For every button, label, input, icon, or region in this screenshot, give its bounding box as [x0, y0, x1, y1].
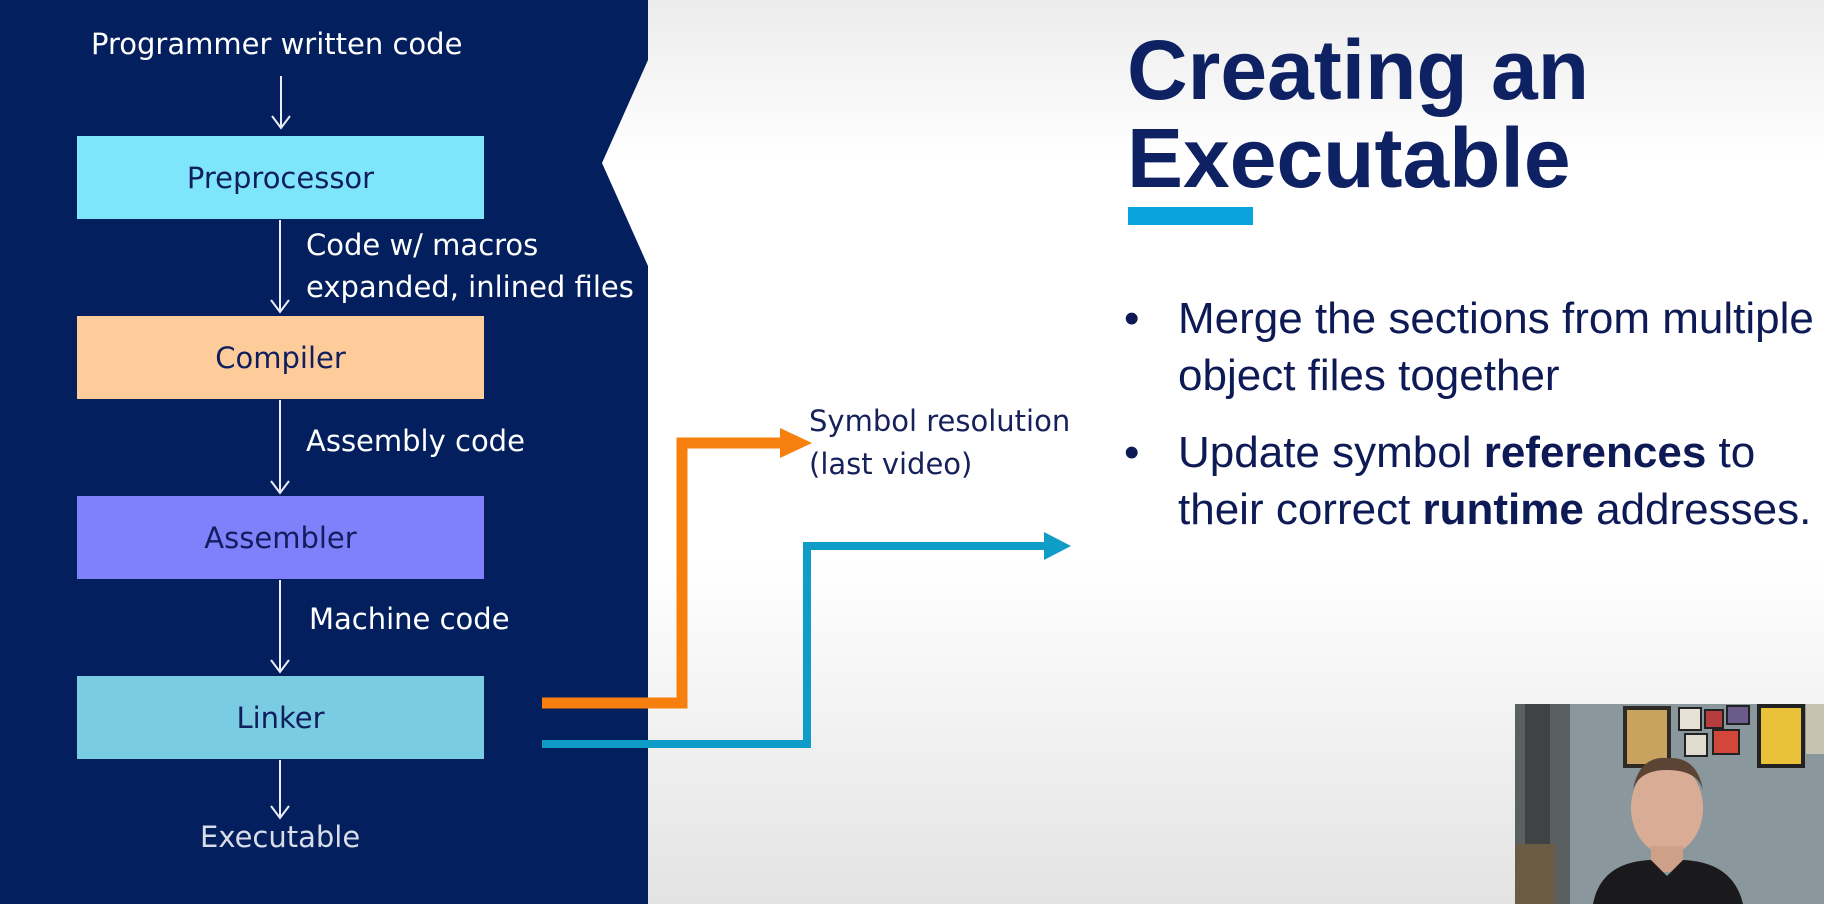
orange-arrow [542, 428, 812, 709]
bullet-text-bold-runtime: runtime [1422, 485, 1584, 534]
bullet-marker: • [1124, 294, 1140, 343]
webcam-scene [1515, 704, 1824, 904]
edge-label-macros-line1: Code w/ macros [306, 228, 539, 262]
teal-arrow [542, 532, 1071, 748]
bullet-text-part: to their correct [1178, 428, 1756, 534]
stage-assembler-label: Assembler [204, 520, 357, 555]
bullet-text-bold-references: references [1483, 428, 1707, 477]
orange-arrow-line [542, 437, 790, 709]
presenter-head [1631, 762, 1703, 854]
flow-arrows [270, 76, 291, 820]
stage-compiler-label: Compiler [215, 340, 346, 375]
stage-linker: Linker [77, 676, 484, 759]
presenter-webcam [1515, 704, 1824, 904]
input-label: Programmer written code [91, 27, 463, 61]
poster-frame [1806, 704, 1824, 754]
orange-arrowhead [780, 428, 812, 458]
bullet-text: Update symbol references to their correc… [1178, 424, 1818, 538]
slide-title-line2: Executable [1127, 111, 1571, 205]
presenter-shirt [1593, 860, 1743, 904]
poster-frame [1684, 733, 1708, 757]
poster-frame [1704, 709, 1724, 729]
bullet-text: Merge the sections from multiple object … [1178, 290, 1818, 404]
symbol-resolution-line2: (last video) [809, 447, 973, 481]
title-underline [1128, 207, 1253, 225]
stage-assembler: Assembler [77, 496, 484, 579]
bullet-text-part: Update symbol [1178, 428, 1484, 477]
edge-label-machine-code: Machine code [309, 602, 510, 636]
stage-linker-label: Linker [236, 700, 325, 735]
bullet-merge-sections: • Merge the sections from multiple objec… [1124, 290, 1814, 405]
output-label: Executable [200, 820, 361, 854]
teal-arrowhead [1044, 532, 1071, 560]
edge-label-assembly-code: Assembly code [306, 424, 525, 458]
stage-compiler: Compiler [77, 316, 484, 399]
bullet-text-part: addresses. [1583, 485, 1812, 534]
poster-frame [1726, 705, 1750, 725]
poster-frame [1678, 707, 1702, 731]
stage-preprocessor-label: Preprocessor [186, 160, 375, 195]
bullet-text-part: Merge the sections from multiple object … [1178, 294, 1814, 400]
bullet-update-references: • Update symbol references to their corr… [1124, 424, 1814, 596]
symbol-resolution-line1: Symbol resolution [809, 404, 1071, 438]
stage-preprocessor: Preprocessor [77, 136, 484, 219]
edge-label-macros-line2: expanded, inlined files [306, 270, 634, 304]
slide-title-line1: Creating an [1127, 23, 1590, 117]
bullet-marker: • [1124, 428, 1140, 477]
teal-arrow-line [542, 542, 1050, 748]
poster-frame [1712, 729, 1740, 755]
slide-title: Creating an Executable [1127, 26, 1787, 202]
